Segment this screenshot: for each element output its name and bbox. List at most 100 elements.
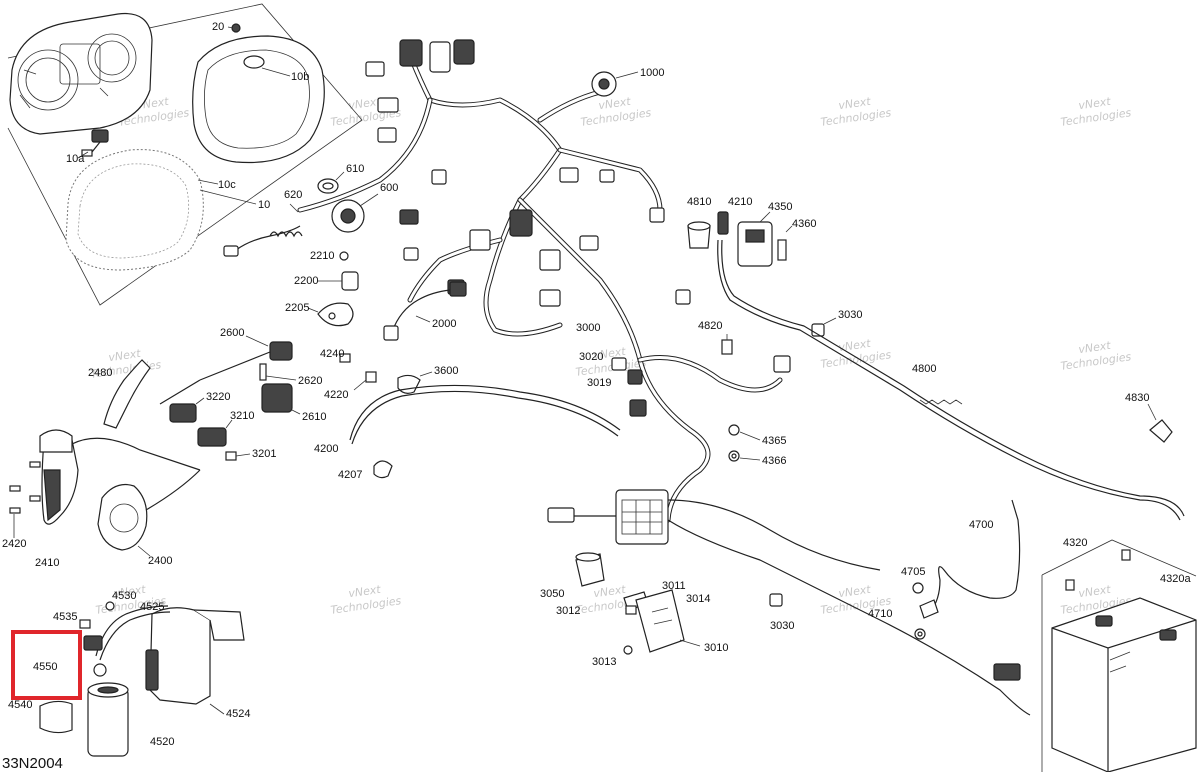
clip-3030-bottom[interactable] [769, 593, 783, 607]
sensor-2610[interactable] [261, 383, 301, 415]
main-harness-3000[interactable] [297, 39, 1031, 716]
nut-2210[interactable] [339, 251, 349, 261]
watermark-line1: vNext [113, 583, 148, 600]
gasket-2205[interactable] [307, 302, 354, 327]
screws-2420[interactable] [9, 461, 41, 538]
connector-bottom-right[interactable] [993, 663, 1021, 681]
clamp-4535[interactable] [79, 619, 91, 629]
part-label-3030a: 3030 [838, 309, 862, 321]
cable-4200[interactable] [349, 384, 621, 445]
washer-4366[interactable] [728, 450, 761, 462]
bracket-3014[interactable] [635, 589, 685, 653]
watermark-line1: vNext [598, 95, 633, 112]
coiled-cord-620[interactable] [223, 203, 303, 257]
part-label-4810: 4810 [687, 196, 711, 208]
canister-4520[interactable] [87, 682, 129, 757]
harness-4800[interactable] [717, 239, 1185, 521]
part-label-610: 610 [346, 163, 364, 175]
part-label-10a: 10a [66, 153, 85, 165]
gauge-cluster-group [7, 3, 363, 306]
part-label-3050: 3050 [540, 588, 564, 600]
sensor-2600[interactable] [159, 335, 293, 405]
throttle-2400[interactable] [97, 469, 201, 557]
watermark-line1: vNext [348, 583, 383, 600]
hose-2480[interactable] [103, 359, 151, 429]
bezel-10b[interactable] [192, 35, 325, 164]
fitting-4530[interactable] [105, 601, 115, 611]
watermark-line1: vNext [348, 95, 383, 112]
battery-4320a[interactable] [1051, 597, 1197, 772]
part-label-2400: 2400 [148, 555, 172, 567]
part-label-620: 620 [284, 189, 302, 201]
part-label-4320a: 4320a [1160, 573, 1191, 585]
screw-3013[interactable] [623, 645, 633, 655]
connector-3210[interactable] [197, 419, 233, 447]
plate-3010[interactable] [679, 639, 701, 647]
part-label-4540: 4540 [8, 699, 32, 711]
cap-3050[interactable] [575, 552, 605, 587]
part-label-2200: 2200 [294, 275, 318, 287]
bolt-2620[interactable] [259, 363, 297, 381]
clip-3012[interactable] [625, 605, 637, 615]
part-label-4207: 4207 [338, 469, 362, 481]
part-label-20: 20 [212, 21, 224, 33]
part-label-4705: 4705 [901, 566, 925, 578]
clamp-4207[interactable] [373, 460, 393, 479]
screw-20[interactable] [231, 23, 241, 33]
connector-10a[interactable] [81, 129, 109, 157]
cable-2000[interactable] [383, 281, 467, 341]
part-label-4830: 4830 [1125, 392, 1149, 404]
part-label-3020: 3020 [579, 351, 603, 363]
sleeve-4540[interactable] [39, 700, 73, 734]
lens-10c[interactable] [65, 149, 204, 271]
part-label-2000: 2000 [432, 318, 456, 330]
washer-4710[interactable] [914, 628, 926, 640]
part-label-4360: 4360 [792, 218, 816, 230]
fitting-4550[interactable] [83, 635, 107, 677]
connector-4210[interactable] [717, 211, 729, 235]
grommet-610[interactable] [317, 171, 345, 194]
watermark-line1: vNext [1078, 339, 1113, 356]
key-switch-1000[interactable] [591, 71, 639, 97]
relay-4350[interactable] [737, 211, 773, 267]
socket-600[interactable] [331, 193, 379, 233]
cap-4810[interactable] [687, 221, 711, 249]
bolt-4820[interactable] [721, 334, 733, 355]
connector-3019[interactable] [627, 369, 643, 385]
connector-3020[interactable] [611, 357, 627, 371]
cable-4700[interactable] [919, 499, 1021, 619]
watermark: vNext Technologies [820, 95, 893, 129]
ecu-module[interactable] [615, 489, 669, 545]
watermark-line1: vNext [1078, 95, 1113, 112]
connector-3220[interactable] [169, 397, 205, 423]
drawing-id: 33N2004 [2, 755, 63, 772]
bracket-4524[interactable] [145, 607, 245, 715]
terminal-4220[interactable] [353, 371, 377, 391]
part-label-4366: 4366 [762, 455, 786, 467]
part-label-4520: 4520 [150, 736, 174, 748]
nut-4705[interactable] [912, 582, 924, 594]
part-label-4220: 4220 [324, 389, 348, 401]
cover-4830[interactable] [1147, 403, 1173, 443]
part-labels: 2010b10a10c10100061060062022102200220520… [2, 21, 1191, 748]
screw-3201[interactable] [225, 451, 251, 461]
connector-3600[interactable] [397, 371, 433, 394]
terminal-4240[interactable] [339, 353, 351, 363]
part-label-4700: 4700 [969, 519, 993, 531]
part-label-2610: 2610 [302, 411, 326, 423]
nut-4365[interactable] [728, 424, 761, 441]
bolt-4360[interactable] [777, 225, 793, 261]
gauge-cluster[interactable] [9, 12, 153, 135]
part-label-4210: 4210 [728, 196, 752, 208]
part-label-3201: 3201 [252, 448, 276, 460]
highlight-box-4550 [11, 630, 82, 700]
watermark: vNext Technologies [1060, 339, 1133, 373]
part-label-2205: 2205 [285, 302, 309, 314]
sensor-2200[interactable] [318, 271, 359, 291]
watermark-line1: vNext [593, 583, 628, 600]
part-label-2620: 2620 [298, 375, 322, 387]
part-label-10c: 10c [218, 179, 236, 191]
part-label-4800: 4800 [912, 363, 936, 375]
switch-housing-2410[interactable] [39, 429, 201, 525]
